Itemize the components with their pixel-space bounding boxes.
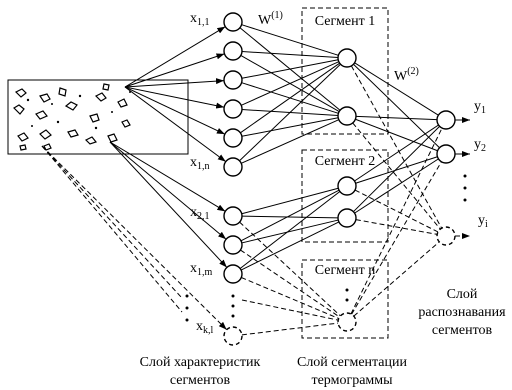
connection-line [355, 219, 438, 235]
connection-line [355, 118, 438, 152]
feature-neuron [223, 264, 243, 284]
feature-neuron [223, 326, 243, 346]
label-y2: y2 [474, 137, 486, 154]
connection-line [239, 221, 341, 317]
label-x1n: x1,n [190, 155, 210, 172]
ellipsis-dots [185, 174, 467, 322]
feature-neuron [223, 12, 243, 32]
feature-neuron [223, 206, 243, 226]
connection-line [241, 277, 339, 319]
connection-line [353, 125, 440, 213]
input-arrow [109, 141, 228, 268]
segment-1-box [301, 7, 389, 135]
segmentation-layer-caption-line2: термограммы [311, 373, 393, 388]
input-arrow [124, 86, 226, 135]
input-arrow [124, 26, 226, 88]
recognition-layer-caption-line3: сегментов [432, 323, 493, 338]
feature-neuron [223, 157, 243, 177]
connection-line [241, 219, 339, 244]
input-arrow [124, 86, 227, 163]
feature-layer-caption-line2: сегментов [170, 373, 231, 388]
input-arrow-dashed [41, 145, 183, 313]
label-xk1: xk,l [196, 319, 214, 336]
input-arrow [109, 141, 227, 240]
connection-line [241, 119, 339, 164]
label-yi: yi [478, 213, 488, 230]
segmentation-neuron [337, 208, 357, 228]
connection-line [239, 63, 341, 162]
input-arrow-dashed [41, 145, 183, 299]
segment-n-box [301, 259, 389, 339]
connection-line [354, 158, 439, 214]
segmentation-neuron [337, 176, 357, 196]
connection-line [354, 124, 439, 182]
feature-neuron [223, 99, 243, 119]
input-arrow [124, 53, 225, 88]
connection-line [351, 161, 442, 315]
connection-line [241, 61, 339, 106]
connection-line [241, 299, 339, 321]
label-y1: y1 [474, 99, 486, 116]
segment-n-title: Сегмент n [315, 263, 375, 278]
segmentation-layer-caption-line1: Слой сегментации [297, 355, 408, 370]
feature-neuron [223, 235, 243, 255]
connection-line [240, 249, 340, 318]
connection-line [241, 215, 339, 219]
label-w1: W(1) [258, 10, 283, 28]
segmentation-neuron [337, 312, 357, 332]
label-x11: x1,1 [190, 11, 210, 28]
connection-line [240, 189, 340, 242]
connection-line [350, 127, 443, 315]
recognition-layer-caption-line2: распознавания [418, 305, 506, 320]
connection-line [239, 191, 341, 269]
recognition-neuron [436, 226, 456, 246]
input-arrow-dashed [41, 145, 227, 331]
recognition-neuron [436, 110, 456, 130]
thermogram-image [7, 79, 189, 155]
segment-1-title: Сегмент 1 [315, 14, 375, 29]
connection-line [355, 115, 438, 121]
label-w2: W(2) [394, 66, 419, 84]
connection-line [353, 241, 440, 317]
feature-neuron [223, 128, 243, 148]
label-x21: x2,1 [190, 205, 210, 222]
segment-2-title: Сегмент 2 [315, 154, 375, 169]
connection-line [350, 65, 443, 229]
connection-line [355, 156, 438, 184]
connection-line [241, 322, 339, 336]
segmentation-neuron [337, 106, 357, 126]
label-x1m: x1,m [190, 261, 213, 278]
segment-2-box [301, 149, 389, 243]
connection-line [241, 24, 339, 56]
connection-line [241, 117, 339, 137]
feature-neuron [223, 41, 243, 61]
connection-line [354, 62, 439, 116]
network-nodes [223, 12, 456, 346]
connection-line [241, 51, 339, 58]
segmentation-neuron [337, 48, 357, 68]
connection-line [241, 187, 339, 215]
input-arrow [109, 141, 226, 212]
network-connections [41, 24, 470, 336]
feature-neuron [223, 70, 243, 90]
connection-line [240, 62, 340, 134]
connection-line [241, 59, 339, 79]
connection-line [352, 122, 441, 230]
feature-layer-caption-line1: Слой характеристик [140, 355, 261, 370]
recognition-neuron [436, 144, 456, 164]
input-arrow [124, 78, 225, 88]
recognition-layer-caption-line1: Слой [447, 287, 478, 302]
input-arrow [124, 86, 225, 109]
